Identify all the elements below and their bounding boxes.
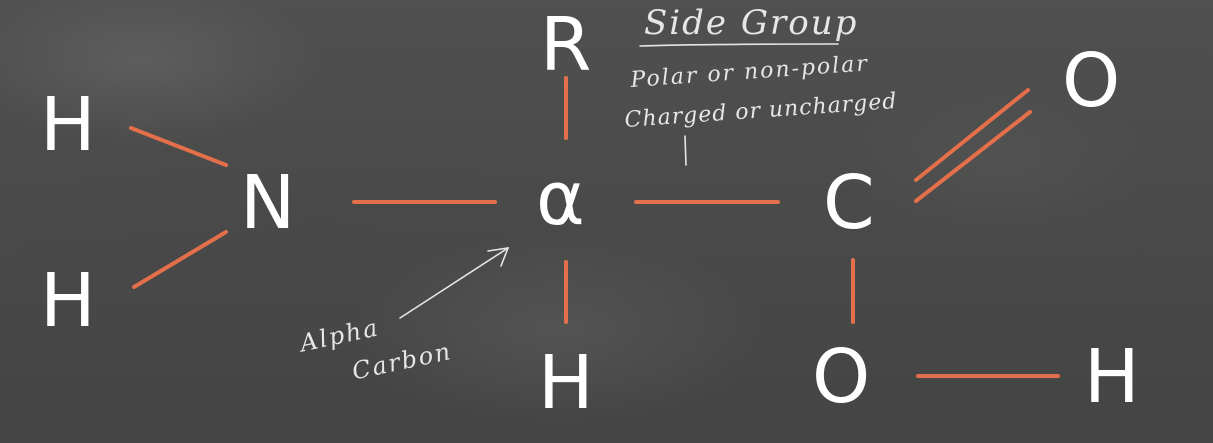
- side-group-r-atom: R: [540, 2, 592, 88]
- side-group-underline: [639, 43, 839, 47]
- annotation-tick-mark: [684, 135, 687, 166]
- alpha-carbon-arrowhead: [487, 247, 510, 267]
- oxygen-atom-double: O: [1062, 38, 1121, 124]
- bond-h-n-bottom: [132, 230, 228, 289]
- bond-h-n-top: [129, 126, 228, 167]
- bond-c-o-double-b: [914, 110, 1032, 203]
- carbon-atom: C: [823, 160, 875, 246]
- hydrogen-atom-top-left: H: [40, 82, 96, 168]
- hydrogen-atom-hydroxyl: H: [1084, 334, 1140, 420]
- bond-c-o-double-a: [914, 88, 1030, 182]
- nitrogen-atom: N: [240, 160, 296, 246]
- hydrogen-atom-alpha: H: [538, 340, 594, 426]
- side-group-title: Side Group: [644, 3, 859, 43]
- oxygen-atom-hydroxyl: O: [812, 334, 871, 420]
- alpha-carbon-arrow: [399, 247, 509, 319]
- alpha-carbon-atom: α: [536, 156, 585, 242]
- hydrogen-atom-bottom-left: H: [40, 258, 96, 344]
